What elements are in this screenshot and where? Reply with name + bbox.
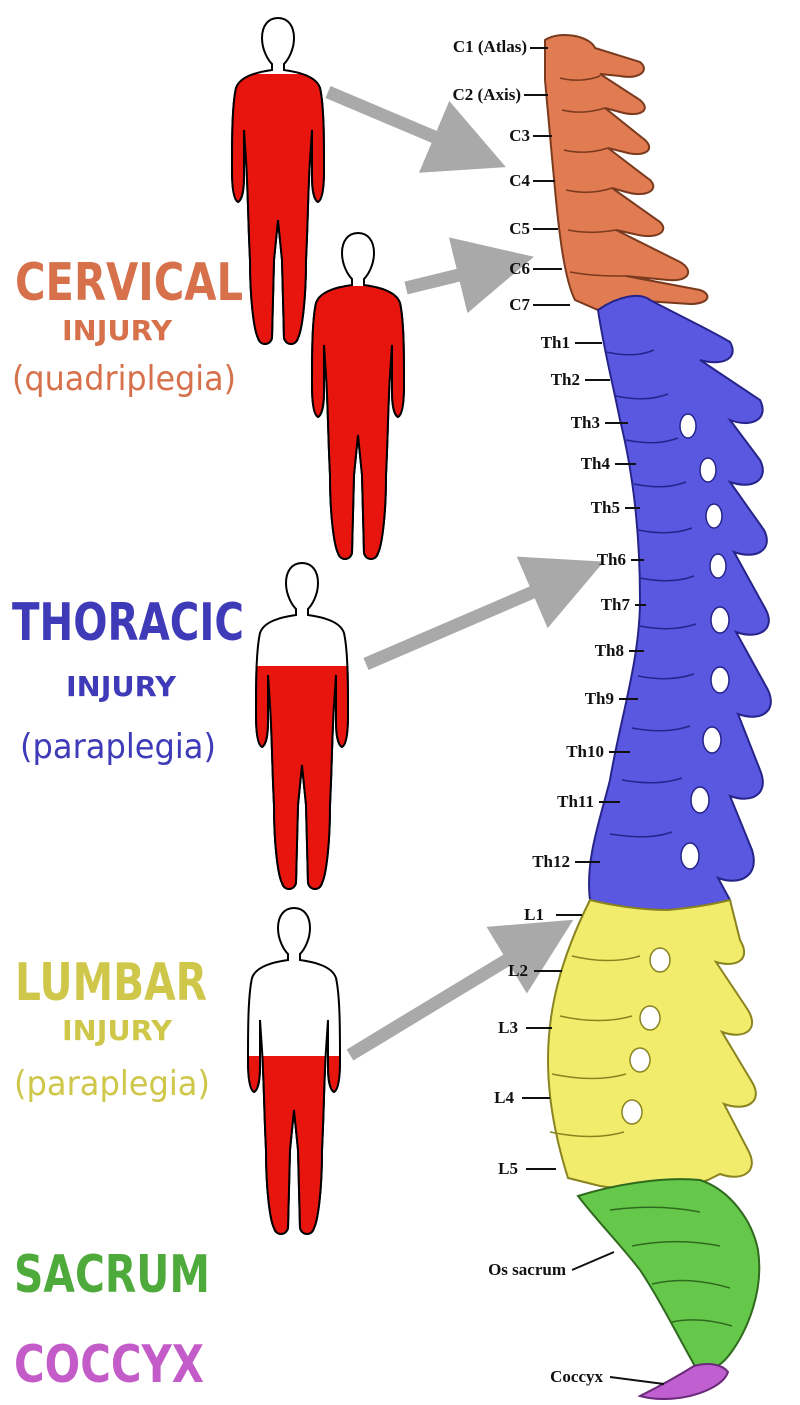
figure-lumbar	[247, 907, 341, 1235]
section-coccyx: COCCYX	[14, 1335, 204, 1395]
lumbar-injury-label: INJURY	[62, 1014, 173, 1047]
label-c2: C2 (Axis)	[453, 85, 521, 104]
label-l2: L2	[508, 961, 528, 980]
section-cervical: CERVICAL INJURY (quadriplegia)	[12, 253, 243, 399]
label-c4: C4	[509, 171, 530, 190]
label-th2: Th2	[551, 370, 580, 389]
label-th10: Th10	[566, 742, 604, 761]
label-coccyx: Coccyx	[550, 1367, 603, 1386]
lumbar-note: (paraplegia)	[14, 1064, 210, 1104]
label-os-sacrum: Os sacrum	[488, 1260, 566, 1279]
spine-cervical	[544, 33, 709, 312]
arrow-cervical-high	[325, 86, 506, 173]
spine-sacrum	[576, 1178, 761, 1371]
spine-thoracic	[588, 294, 772, 912]
figure-cervical-low	[311, 232, 405, 560]
label-l4: L4	[494, 1088, 514, 1107]
label-l1: L1	[524, 905, 544, 924]
label-c3: C3	[509, 126, 530, 145]
label-th3: Th3	[571, 413, 600, 432]
spine	[544, 33, 772, 1400]
vertebra-labels: C1 (Atlas) C2 (Axis) C3 C4 C5 C6 C7 Th1 …	[453, 37, 665, 1386]
label-l5: L5	[498, 1159, 518, 1178]
label-l3: L3	[498, 1018, 518, 1037]
label-c1: C1 (Atlas)	[453, 37, 527, 56]
label-th1: Th1	[541, 333, 570, 352]
section-lumbar: LUMBAR INJURY (paraplegia)	[14, 953, 210, 1104]
figure-thoracic	[255, 562, 349, 890]
thoracic-note: (paraplegia)	[20, 727, 216, 767]
cervical-title: CERVICAL	[15, 253, 243, 313]
lumbar-title: LUMBAR	[15, 953, 207, 1013]
arrow-thoracic	[363, 556, 604, 670]
cervical-injury-label: INJURY	[62, 314, 173, 347]
label-th5: Th5	[591, 498, 620, 517]
thoracic-injury-label: INJURY	[66, 670, 177, 703]
label-th12: Th12	[532, 852, 570, 871]
coccyx-title: COCCYX	[14, 1335, 204, 1395]
label-th4: Th4	[581, 454, 611, 473]
label-c5: C5	[509, 219, 530, 238]
label-th6: Th6	[597, 550, 626, 569]
label-th11: Th11	[557, 792, 594, 811]
spine-lumbar	[546, 898, 757, 1191]
spine-coccyx	[637, 1363, 730, 1400]
thoracic-title: THORACIC	[12, 593, 244, 653]
arrow-cervical-low	[404, 237, 534, 314]
label-th9: Th9	[585, 689, 614, 708]
section-thoracic: THORACIC INJURY (paraplegia)	[12, 593, 244, 767]
cervical-note: (quadriplegia)	[12, 359, 236, 399]
label-c6: C6	[509, 259, 530, 278]
label-th7: Th7	[601, 595, 631, 614]
label-th8: Th8	[595, 641, 624, 660]
sacrum-title: SACRUM	[14, 1245, 210, 1305]
arrows	[325, 86, 604, 1061]
arrow-lumbar	[346, 919, 574, 1061]
section-sacrum: SACRUM	[14, 1245, 210, 1305]
figure-cervical-high	[231, 17, 325, 345]
label-c7: C7	[509, 295, 530, 314]
